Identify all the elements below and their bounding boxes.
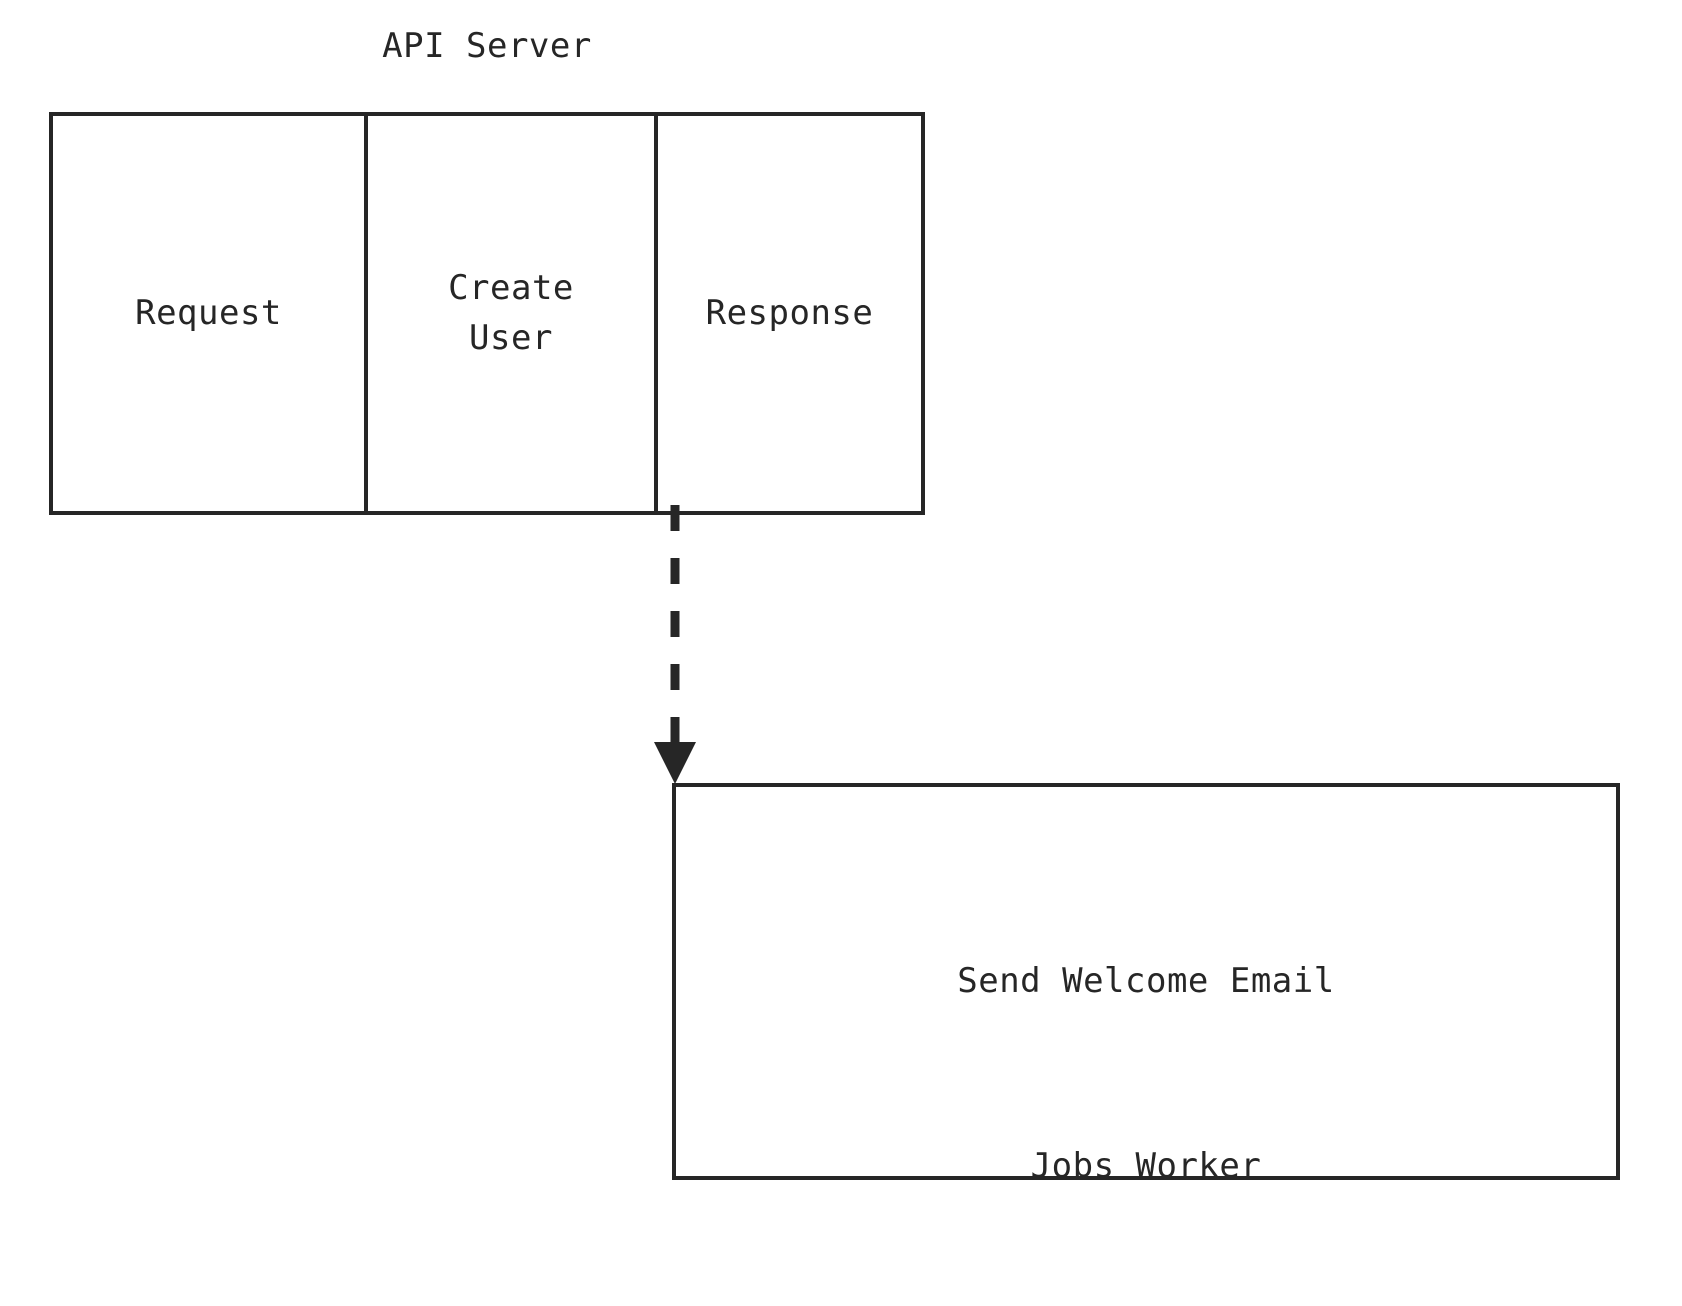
api-cell-create-user[interactable]: Create User — [364, 116, 658, 511]
jobs-cell-send-welcome-email[interactable]: Send Welcome Email — [957, 960, 1335, 1001]
api-cell-response[interactable]: Response — [658, 116, 921, 511]
api-server-lane-title: API Server — [382, 26, 592, 66]
jobs-worker-lane-box: Send Welcome Email — [672, 783, 1620, 1180]
async-dispatch-arrow-icon — [654, 505, 696, 784]
api-cell-request[interactable]: Request — [53, 116, 364, 511]
jobs-worker-lane-title: Jobs Worker — [1030, 1146, 1262, 1186]
api-server-lane-box: Request Create User Response — [49, 112, 925, 515]
